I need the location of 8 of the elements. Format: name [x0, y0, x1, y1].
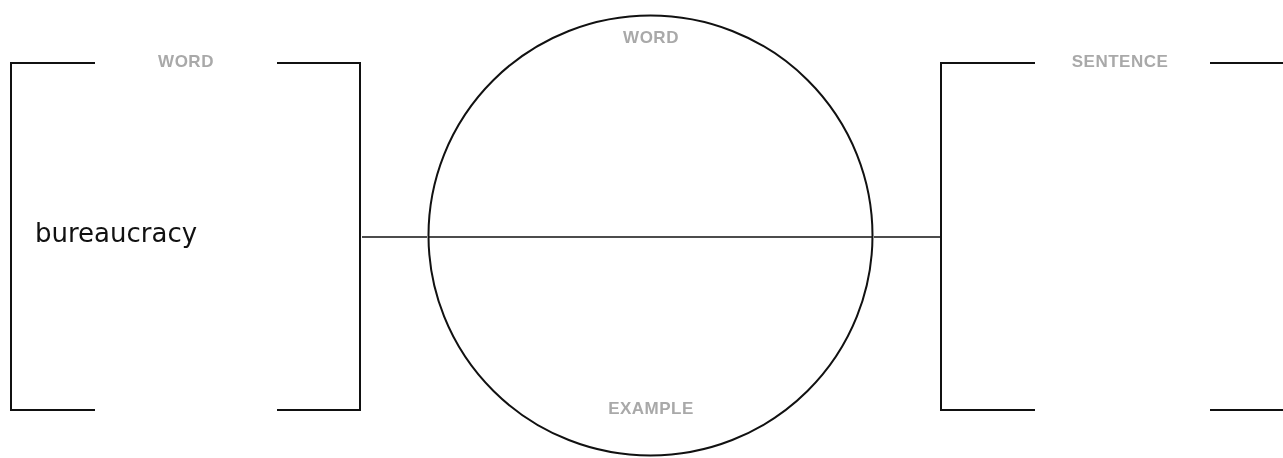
divided-circle: [427, 14, 874, 457]
connector-line: [361, 236, 428, 238]
heading-label: WORD: [623, 28, 679, 48]
connector-line: [873, 236, 941, 238]
heading-label: EXAMPLE: [608, 399, 694, 419]
handwritten-word: bureaucracy: [35, 218, 198, 248]
heading-label: WORD: [158, 52, 214, 72]
heading-label: SENTENCE: [1071, 52, 1169, 72]
